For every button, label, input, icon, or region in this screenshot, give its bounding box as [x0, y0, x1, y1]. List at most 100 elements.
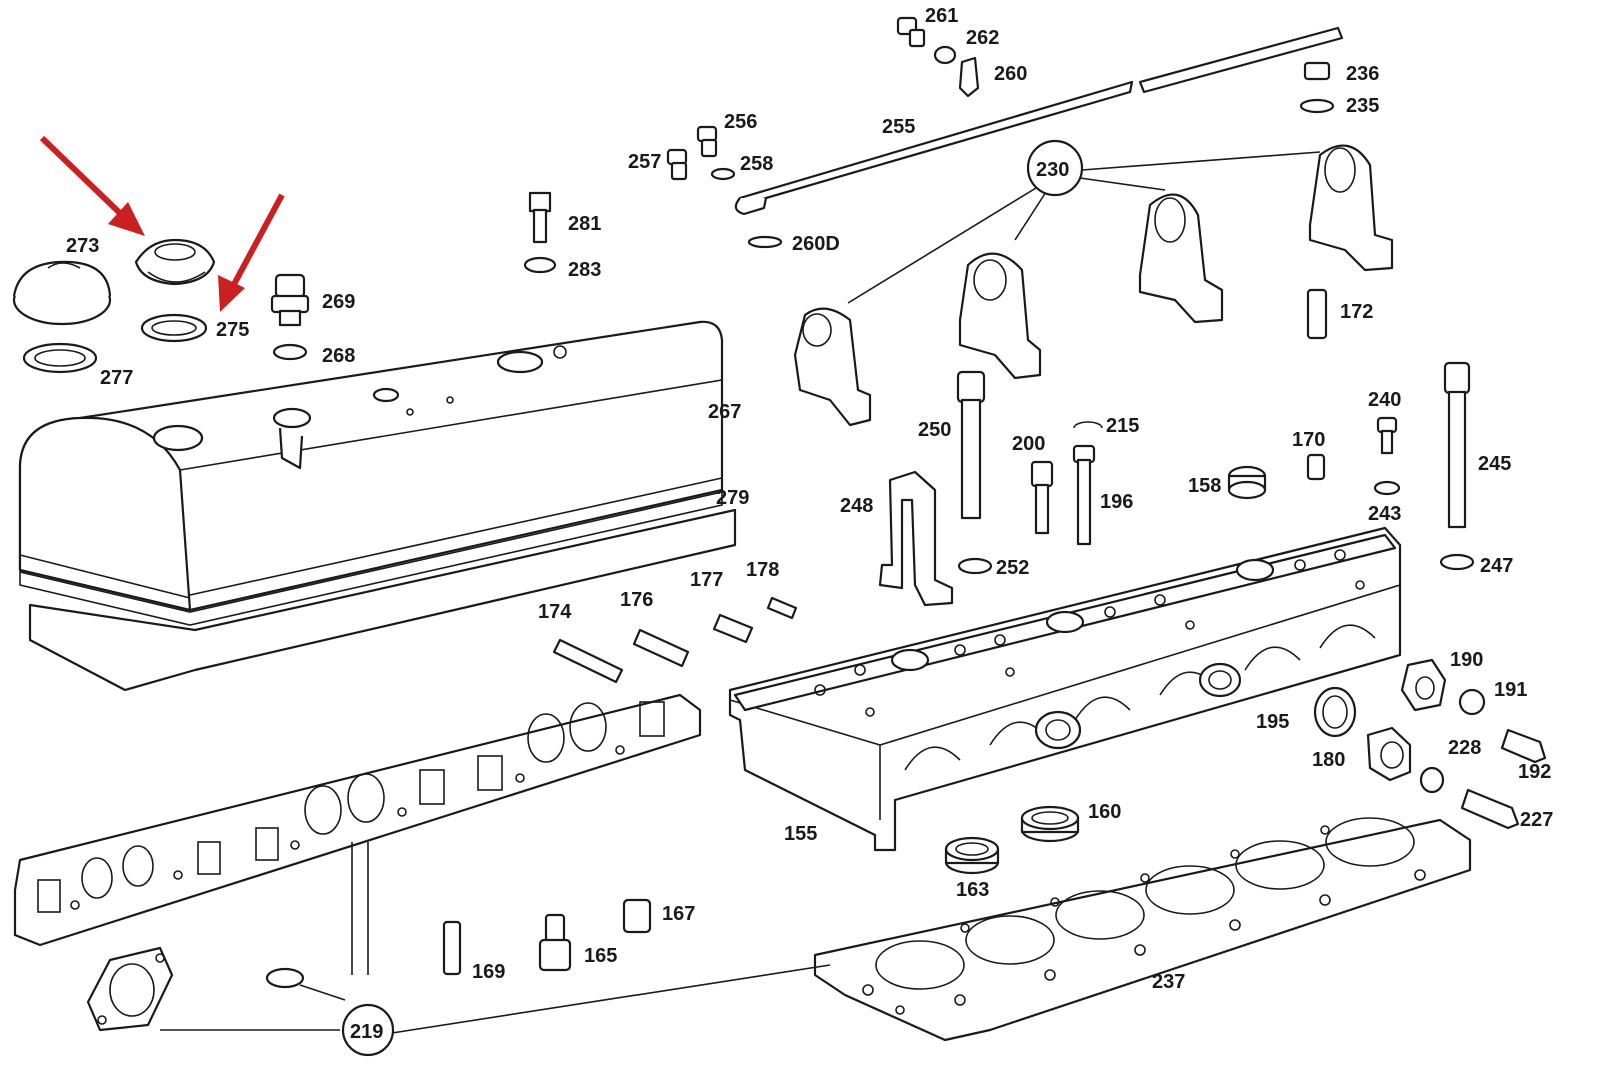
ring-gasket: [265, 967, 305, 989]
label-170: 170: [1292, 429, 1325, 451]
oil-filler-cap-273: [12, 260, 112, 326]
part-labels: 261 262 260 236 235 256 257 258 255 230 …: [66, 5, 1553, 1043]
label-267: 267: [708, 401, 741, 423]
label-255: 255: [882, 116, 915, 138]
plug-190: [1400, 658, 1447, 712]
label-178: 178: [746, 559, 779, 581]
label-196: 196: [1100, 491, 1133, 513]
label-219: 219: [350, 1021, 383, 1043]
washer-258: [710, 167, 736, 181]
red-arrow-oil-cap: [39, 135, 145, 236]
label-235: 235: [1346, 95, 1379, 117]
cylinder-head: [728, 526, 1402, 852]
bolt-257: [666, 148, 688, 181]
seal-ring-275: [140, 313, 208, 343]
label-158: 158: [1188, 475, 1221, 497]
label-269: 269: [322, 291, 355, 313]
valve-guide-196: [1072, 444, 1096, 546]
seal-260d: [747, 235, 783, 249]
label-250: 250: [918, 419, 951, 441]
stud-172: [1306, 288, 1328, 340]
oil-pipe-255: [734, 26, 1344, 216]
label-200: 200: [1012, 433, 1045, 455]
dowel-170: [1306, 453, 1326, 481]
label-228: 228: [1448, 737, 1481, 759]
circlip-215: [1073, 421, 1103, 429]
seal-195-inner: [1322, 695, 1348, 729]
callout-circle-219: [341, 1003, 395, 1057]
bolt-261: [896, 16, 926, 48]
label-155: 155: [784, 823, 817, 845]
plug-180: [1366, 726, 1412, 782]
label-283: 283: [568, 259, 601, 281]
head-gasket: [813, 817, 1472, 1042]
label-191: 191: [1494, 679, 1527, 701]
stud-174: [552, 638, 624, 684]
sensor-227: [1460, 788, 1520, 830]
flange-gasket: [86, 946, 174, 1032]
label-240: 240: [1368, 389, 1401, 411]
label-180: 180: [1312, 749, 1345, 771]
red-arrow-seal-ring: [218, 193, 285, 312]
seal-163: [944, 836, 1000, 875]
seal-ring-277-inner: [34, 349, 86, 367]
label-192: 192: [1518, 761, 1551, 783]
label-167: 167: [662, 903, 695, 925]
valve-guide-200: [1030, 460, 1054, 535]
label-257: 257: [628, 151, 661, 173]
label-227: 227: [1520, 809, 1553, 831]
label-258: 258: [740, 153, 773, 175]
bearing-bracket-4: [1308, 144, 1394, 272]
label-165: 165: [584, 945, 617, 967]
washer-283: [523, 256, 557, 274]
label-275: 275: [216, 319, 249, 341]
sleeve-169: [442, 920, 462, 976]
label-195: 195: [1256, 711, 1289, 733]
sleeve-167: [622, 898, 652, 934]
plug-158: [1227, 465, 1267, 500]
sleeve-165: [538, 913, 572, 972]
label-260d: 260D: [792, 233, 840, 255]
washer-247: [1439, 553, 1475, 571]
label-252: 252: [996, 557, 1029, 579]
oil-filler-cap-arrowed: [134, 238, 216, 286]
bracket-248: [878, 470, 954, 607]
valve-cover: [18, 320, 737, 692]
stud-176: [632, 628, 690, 668]
label-190: 190: [1450, 649, 1483, 671]
label-273: 273: [66, 235, 99, 257]
nut-236: [1303, 61, 1331, 81]
callout-circle-230: [1026, 139, 1084, 197]
label-245: 245: [1478, 453, 1511, 475]
seal-195: [1313, 686, 1357, 738]
leaders-219: [160, 842, 831, 1034]
label-281: 281: [568, 213, 601, 235]
label-237: 237: [1152, 971, 1185, 993]
gasket-279: [19, 490, 723, 626]
bearing-bracket-1: [793, 307, 872, 427]
clip-260: [958, 56, 980, 98]
label-215: 215: [1106, 415, 1139, 437]
bearing-bracket-2: [958, 252, 1042, 380]
label-268: 268: [322, 345, 355, 367]
label-177: 177: [690, 569, 723, 591]
fitting-269: [270, 273, 310, 327]
bolt-240: [1376, 416, 1398, 455]
seal-ring-277: [22, 342, 98, 374]
label-261: 261: [925, 5, 958, 27]
bolt-245: [1443, 361, 1471, 529]
label-169: 169: [472, 961, 505, 983]
label-256: 256: [724, 111, 757, 133]
label-176: 176: [620, 589, 653, 611]
label-243: 243: [1368, 503, 1401, 525]
seal-160: [1020, 805, 1080, 843]
label-262: 262: [966, 27, 999, 49]
stud-177: [712, 613, 754, 644]
bearing-bracket-3: [1138, 193, 1224, 324]
washer-243: [1373, 480, 1401, 496]
leaders-230: [847, 151, 1321, 304]
seal-ring-275-inner: [151, 320, 197, 336]
label-260: 260: [994, 63, 1027, 85]
bolt-256: [696, 125, 718, 158]
label-172: 172: [1340, 301, 1373, 323]
